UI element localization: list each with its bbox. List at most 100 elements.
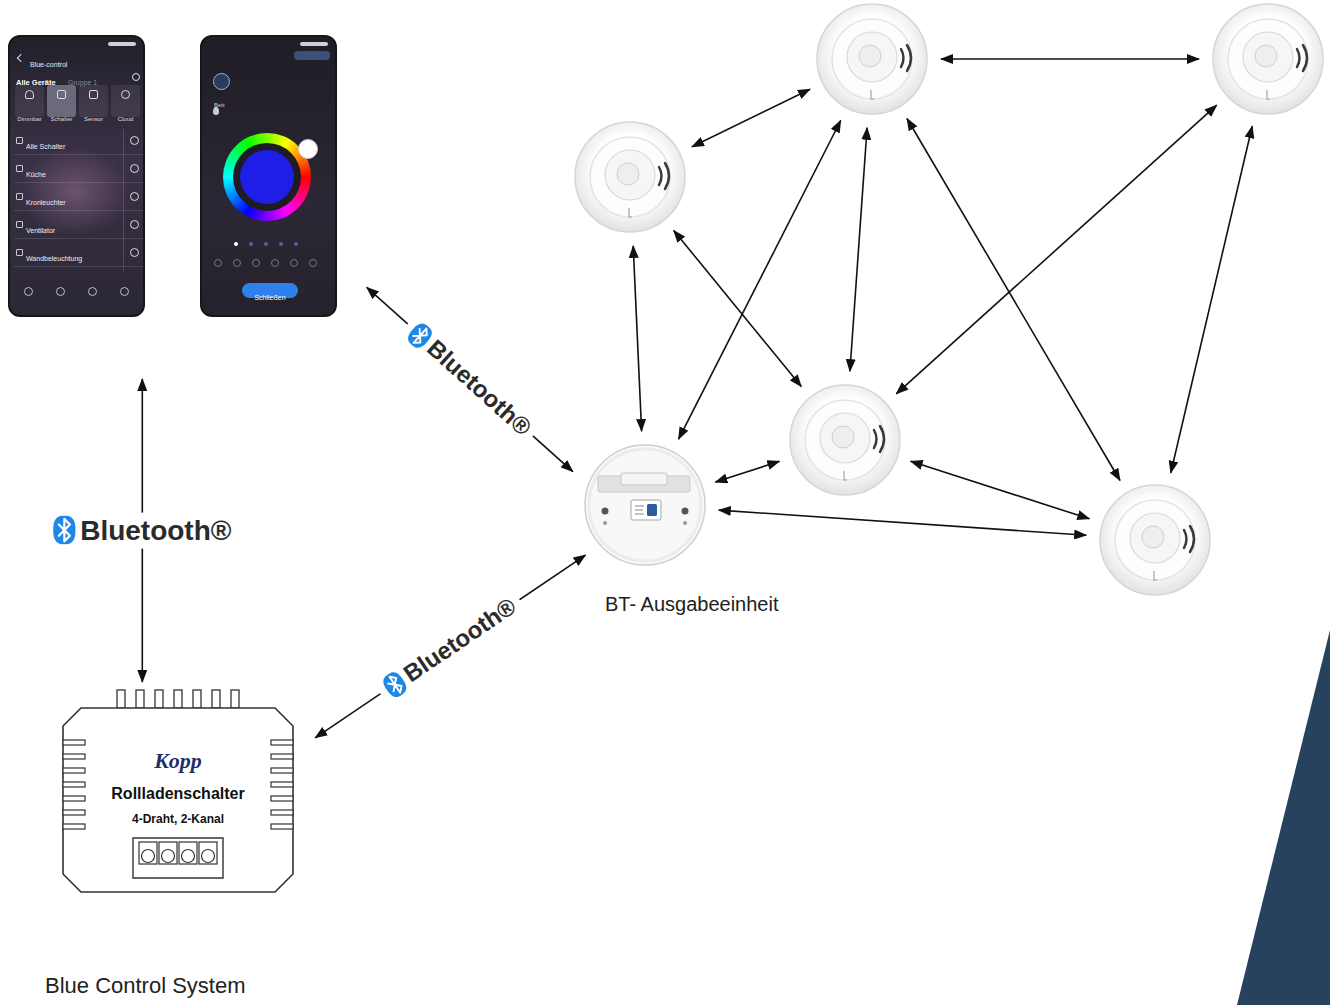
- category-label: Dimmbar: [17, 116, 41, 123]
- edge-label: Bluetooth®: [422, 334, 536, 440]
- shutter-switch-part-part: [193, 690, 201, 708]
- category-icon: [89, 90, 98, 99]
- power-icon: [130, 164, 139, 173]
- smoke-detector-part: [788, 383, 902, 497]
- smoke-detector-part: [815, 2, 929, 116]
- bt-output-unit-part-part: [683, 521, 687, 525]
- unit-heading-holder: BT- Ausgabeeinheit: [605, 593, 778, 616]
- bluetooth-label: Bluetooth®: [46, 512, 238, 549]
- smoke-detector-part-part: [1190, 526, 1194, 552]
- shutter-switch-part-part: [182, 850, 195, 863]
- shutter-switch-part-part: [142, 850, 155, 863]
- shutter-switch: KoppRollladenschalter4-Draht, 2-Kanal: [59, 688, 297, 910]
- bt-output-unit-part: [583, 443, 707, 567]
- smoke-detector-part-part: [820, 413, 870, 463]
- device-row-label: Alle Schalter: [26, 143, 65, 151]
- row-divider: [14, 238, 143, 239]
- bt-output-unit-part-part: [602, 508, 609, 515]
- smoke-detector-part-part: [874, 430, 877, 448]
- app-title-holder: Blue-control: [30, 53, 67, 71]
- device-row-label-holder: Wandbeleuchtung: [26, 247, 82, 265]
- smoke-detector: [573, 120, 687, 234]
- wheel-knob: [298, 139, 318, 159]
- app-screen: BettSchließen: [200, 35, 337, 317]
- status-bar: [108, 42, 136, 46]
- shutter-switch-part-part: [271, 810, 293, 815]
- shutter-switch-part-part: [63, 768, 85, 773]
- device-label-holder: Bett: [214, 93, 225, 111]
- smoke-detector: [1098, 483, 1212, 597]
- bluetooth-logo-part-part: [59, 519, 70, 541]
- category-label: Sensor: [84, 116, 103, 123]
- brand-name: Kopp: [154, 748, 202, 773]
- smoke-detector: [788, 383, 902, 497]
- category-label-holder: Dimmbar: [15, 107, 44, 125]
- smoke-detector-part-part: [832, 426, 854, 448]
- smoke-detector-part-part: [844, 471, 847, 480]
- bt-output-unit-part-part: [647, 504, 657, 516]
- device-row-label: Kronleuchter: [26, 199, 66, 207]
- smoke-detector-part-part: [1115, 500, 1195, 580]
- bluetooth-logo-part: [53, 516, 76, 545]
- category-icon: [25, 90, 34, 99]
- page-dot: [264, 242, 268, 246]
- back-icon: [17, 54, 25, 62]
- row-divider: [14, 182, 143, 183]
- category-tile: [47, 85, 76, 117]
- smoke-detector-part-part: [1243, 32, 1293, 82]
- smoke-detector-part-part: [590, 137, 670, 217]
- device-row-label: Ventilator: [26, 227, 55, 235]
- smoke-detector: [1211, 2, 1325, 116]
- bt-output-unit-part-part: [585, 445, 705, 565]
- smoke-detector-part-part: [1100, 485, 1210, 595]
- shutter-switch-part-part: [271, 768, 293, 773]
- shutter-switch-part-part: [117, 690, 125, 708]
- smoke-detector-part-part: [817, 4, 927, 114]
- shutter-switch-part-part: [133, 838, 223, 878]
- shutter-switch-part-part: [136, 690, 144, 708]
- smoke-detector-part-part: [629, 208, 632, 217]
- smoke-detector-part-part: [1228, 19, 1308, 99]
- category-label-holder: Schalter: [47, 107, 76, 125]
- app-title: Blue-control: [30, 61, 67, 69]
- device-row-label-holder: Kronleuchter: [26, 191, 66, 209]
- bluetooth-logo-part-part: [386, 673, 405, 694]
- device-row-label-holder: Küche: [26, 163, 46, 181]
- bidirectional-connector: [1171, 126, 1252, 473]
- tab-label-holder: Alle Geräte: [16, 71, 56, 89]
- smoke-detector-part-part: [1130, 513, 1180, 563]
- category-icon: [121, 90, 130, 99]
- tab-label: Alle Geräte: [16, 79, 56, 88]
- toolbar-icon: [120, 287, 129, 296]
- toolbar-icon: [56, 287, 65, 296]
- bt-output-unit: BT- Ausgabeeinheit: [583, 443, 707, 567]
- bidirectional-connector: [315, 555, 585, 738]
- bidirectional-connector: [692, 89, 810, 147]
- shutter-switch-part-part: [139, 842, 157, 864]
- toolbar-icon: [88, 287, 97, 296]
- device-row-label-holder: Ventilator: [26, 219, 55, 237]
- page-dot: [279, 242, 283, 246]
- bidirectional-connector: [896, 105, 1216, 394]
- smoke-detector-part-part: [901, 49, 904, 67]
- shutter-switch-part-part: [271, 782, 293, 787]
- bidirectional-connector: [674, 230, 802, 386]
- system-caption-holder: Blue Control System: [45, 973, 246, 998]
- category-label-holder: Sensor: [79, 107, 108, 125]
- shutter-switch-part-part: [271, 754, 293, 759]
- mode-icon: [233, 259, 241, 267]
- top-button: [294, 51, 330, 60]
- refresh-icon: [132, 73, 140, 81]
- smoke-detector-part-part: [847, 32, 897, 82]
- row-checkbox: [16, 165, 23, 172]
- shutter-switch-part-part: [212, 690, 220, 708]
- power-icon: [130, 192, 139, 201]
- shutter-switch-part-part: [271, 740, 293, 745]
- bt-output-unit-part-part: [589, 449, 701, 561]
- bt-output-unit-part-part: [682, 508, 689, 515]
- bluetooth-label: Bluetooth®: [372, 586, 529, 707]
- smoke-detector-part-part: [871, 90, 874, 99]
- button-label-holder: Schließen: [242, 286, 298, 304]
- shutter-switch-part-part: [63, 824, 85, 829]
- shutter-switch-part-part: [63, 796, 85, 801]
